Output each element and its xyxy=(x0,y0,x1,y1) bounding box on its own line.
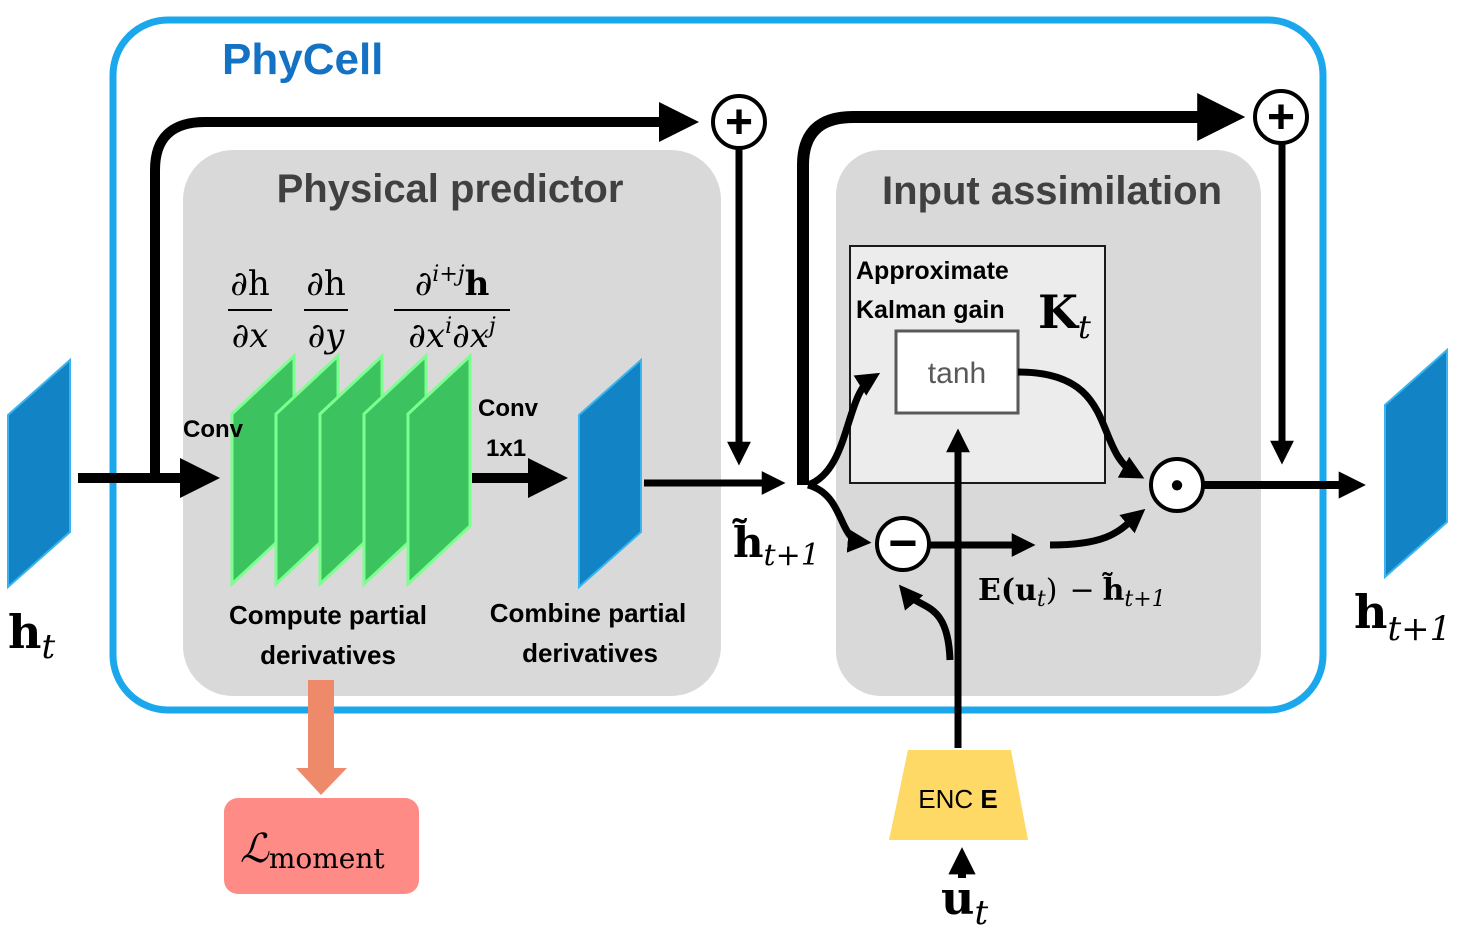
dot-sign: • xyxy=(1171,464,1184,505)
arrow-tanh-to-dot xyxy=(1017,368,1145,479)
minus-sign: − xyxy=(888,515,917,571)
dhij-den-dx2: ∂x xyxy=(452,316,489,356)
h-t-label: ht xyxy=(8,605,55,667)
flow-lines xyxy=(78,93,1366,878)
dhij-den: ∂xi∂xj xyxy=(408,314,496,356)
h-tilde-label: h̃t+1 xyxy=(732,517,820,573)
u-t-u: u xyxy=(941,871,974,925)
phycell-title: PhyCell xyxy=(222,35,383,84)
kalman-K-sub: t xyxy=(1078,308,1091,346)
dhdx-den: ∂x xyxy=(232,316,269,356)
h-t-h: h xyxy=(8,605,41,659)
innov-minus: − xyxy=(1069,573,1094,608)
h-t1-h: h xyxy=(1354,585,1387,639)
compute-caption-2: derivatives xyxy=(260,640,396,670)
dhij-num-d: ∂ xyxy=(415,264,433,304)
dhdy-num: ∂h xyxy=(306,264,345,304)
encoder-label: ENC E xyxy=(918,784,997,814)
encoder-enc: ENC xyxy=(918,784,973,814)
input-feature-map xyxy=(7,357,71,590)
h-tilde-h: h̃ xyxy=(732,517,763,567)
dhij-num-exp: i+j xyxy=(432,262,464,287)
arrow-to-minus xyxy=(806,481,872,553)
u-t-sub: t xyxy=(974,893,988,933)
arrow-encoder-to-minus xyxy=(898,584,954,661)
compute-caption-1: Compute partial xyxy=(229,600,427,630)
derivative-maps xyxy=(230,352,472,588)
dhdy-den: ∂y xyxy=(308,316,346,356)
derivative-map-5 xyxy=(406,352,472,588)
h-t1-sub: t+1 xyxy=(1387,609,1451,649)
loss-symbol: ℒ xyxy=(240,826,270,872)
h-tilde-sub: t+1 xyxy=(764,538,820,573)
innov-h-sub: t+1 xyxy=(1124,587,1165,612)
combine-caption-1: Combine partial xyxy=(490,598,686,628)
encoder-block xyxy=(889,750,1028,840)
dhij-num-h: h xyxy=(465,264,490,304)
arrow-to-tanh xyxy=(806,372,881,489)
innovation-label: E(ut)−h̃t+1 xyxy=(978,573,1166,612)
tanh-box xyxy=(894,329,1020,415)
loss-box xyxy=(224,798,419,894)
arrow-innovation-to-dot xyxy=(1049,508,1146,549)
kalman-label-line1: Approximate xyxy=(856,257,1009,285)
innov-E-close: ) xyxy=(1046,573,1058,608)
h-t-sub: t xyxy=(41,627,55,667)
loss-arrow-shaft xyxy=(308,680,334,770)
minus-node: − xyxy=(875,515,931,572)
h-t1-label: ht+1 xyxy=(1354,585,1451,649)
input-assimilation-title: Input assimilation xyxy=(882,169,1222,213)
physical-predictor-title: Physical predictor xyxy=(277,167,624,211)
plus-sign-1: + xyxy=(725,96,753,149)
conv1x1-size: 1x1 xyxy=(486,435,526,462)
dhij-den-i: i xyxy=(445,314,452,339)
dhij-num: ∂i+jh xyxy=(415,262,490,304)
dot-node: • xyxy=(1149,457,1205,513)
innov-E: E(u xyxy=(978,573,1037,608)
plus-node-2: + xyxy=(1253,89,1309,145)
partial-dij: ∂i+jh ∂xi∂xj xyxy=(394,262,510,356)
encoder-E: E xyxy=(980,784,997,814)
dhij-den-dx1: ∂x xyxy=(408,316,445,356)
loss-arrow-head xyxy=(296,768,347,795)
innov-h: h̃ xyxy=(1102,573,1125,608)
kalman-symbol: Kt xyxy=(1038,285,1091,346)
skip-connection-2 xyxy=(797,93,1246,485)
output-feature-map xyxy=(1384,347,1448,580)
kalman-K: K xyxy=(1038,285,1080,339)
phycell-border xyxy=(109,16,1327,714)
tanh-label: tanh xyxy=(928,357,986,390)
conv1x1-label: Conv xyxy=(478,395,539,422)
kalman-label-line2: Kalman gain xyxy=(856,296,1005,324)
dhdx-num: ∂h xyxy=(230,264,269,304)
combined-feature-map xyxy=(578,357,642,590)
loss-subscript: moment xyxy=(269,842,386,875)
u-t-label: ut xyxy=(941,871,988,933)
plus-node-1: + xyxy=(711,94,767,150)
partial-dy: ∂h ∂y xyxy=(304,264,348,356)
plus-sign-2: + xyxy=(1267,91,1295,144)
skip-connection-1 xyxy=(150,102,699,478)
loss-label: ℒmoment xyxy=(240,826,385,875)
partial-dx: ∂h ∂x xyxy=(228,264,272,356)
conv-label: Conv xyxy=(183,416,244,443)
combine-caption-2: derivatives xyxy=(522,638,658,668)
innov-E-sub: t xyxy=(1037,587,1046,612)
